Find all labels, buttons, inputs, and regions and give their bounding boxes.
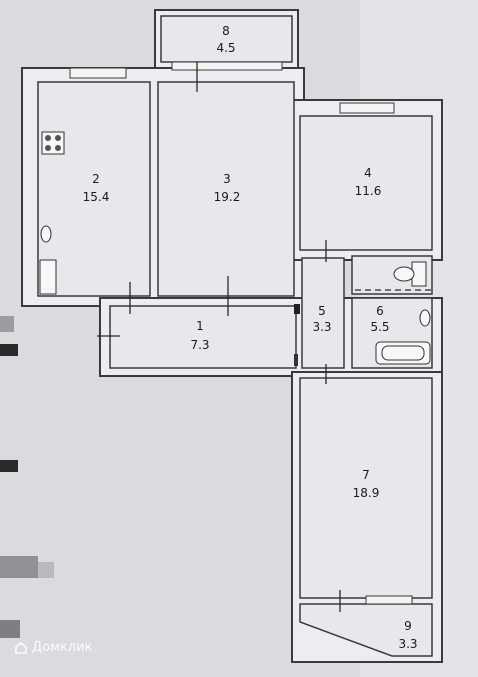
kitchen-stove-icon [41,131,65,155]
toilet-icon [393,261,427,287]
room-7-area [299,377,433,599]
room-area: 4.5 [216,41,235,55]
room-label-1: 1 7.3 [190,319,209,352]
room-3-area [157,81,295,297]
electrical-panel [294,304,300,314]
room-area: 19.2 [214,190,241,204]
room-1-area [109,305,297,369]
kitchen-sink-icon [40,225,52,243]
room-label-8: 8 4.5 [216,24,235,55]
kitchen-cabinet-icon [39,259,57,295]
room-4-area [299,115,433,251]
pixelated-strip [0,316,54,638]
room-area: 5.5 [370,320,389,334]
room-number: 7 [362,468,370,482]
domclick-logo-icon [15,641,27,654]
entry-marker [294,354,298,366]
room-label-9: 9 3.3 [398,619,417,651]
room-label-3: 3 19.2 [214,172,241,204]
windows [69,61,413,605]
room-label-5: 5 3.3 [312,304,331,334]
door-markers [97,62,432,612]
room-8-area [160,15,293,63]
room-area: 15.4 [83,190,110,204]
room-number: 4 [364,166,372,180]
room-number: 1 [196,319,204,333]
room-number: 3 [223,172,231,186]
room-5-area [301,257,345,369]
watermark-text: Домклик [32,640,93,655]
room-area: 3.3 [398,637,417,651]
room-label-6: 6 5.5 [370,304,389,334]
room-label-4: 4 11.6 [355,166,382,198]
bathtub-icon [375,341,431,365]
bathroom-sink-icon [419,309,431,327]
room-label-7: 7 18.9 [353,468,380,500]
room-area: 18.9 [353,486,380,500]
room-number: 8 [222,24,230,38]
room-number: 2 [92,172,100,186]
room-area: 7.3 [190,338,209,352]
room-number: 9 [404,619,412,633]
room-number: 5 [318,304,326,318]
room-area: 3.3 [312,320,331,334]
room-label-2: 2 15.4 [83,172,110,204]
room-area: 11.6 [355,184,382,198]
domclick-watermark: Домклик [14,640,92,655]
room-2-area [37,81,151,297]
room-number: 6 [376,304,384,318]
